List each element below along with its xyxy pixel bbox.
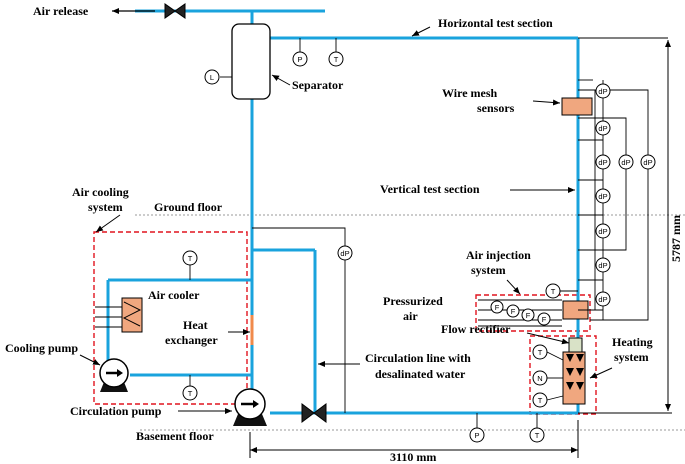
wire-mesh-sensor	[561, 97, 593, 116]
temp-sensor-heater-1: T	[532, 344, 548, 360]
leader-arrows	[79, 26, 613, 414]
svg-text:dP: dP	[598, 295, 607, 304]
svg-text:dP: dP	[621, 158, 630, 167]
thin-lines	[252, 37, 668, 413]
svg-text:L: L	[210, 73, 214, 82]
circulation-line-label-2: desalinated water	[375, 367, 466, 381]
air-cooling-box	[93, 231, 248, 405]
vertical-test-section-label: Vertical test section	[380, 182, 480, 196]
temp-sensor-cooler-in: T	[182, 250, 198, 266]
basement-floor-label: Basement floor	[136, 429, 214, 443]
separator	[231, 23, 271, 100]
svg-text:T: T	[538, 396, 543, 405]
svg-text:P: P	[474, 431, 479, 440]
pressure-gauge-top: P	[292, 51, 308, 67]
air-cooling-label-2: system	[88, 200, 123, 214]
air-injection-box	[475, 294, 591, 332]
flow-meter-4: F	[537, 312, 551, 326]
svg-text:dP: dP	[598, 158, 607, 167]
cooling-pump-label: Cooling pump	[5, 341, 78, 355]
svg-text:dP: dP	[340, 249, 349, 258]
svg-text:F: F	[526, 311, 531, 320]
dp-sensor-6: dP	[595, 257, 611, 273]
pressure-gauge-bottom: P	[469, 427, 485, 443]
dp-sensor-4: dP	[595, 188, 611, 204]
wire-mesh-label-1: Wire mesh	[442, 86, 498, 100]
dp-sensor-9: dP	[640, 154, 656, 170]
svg-text:F: F	[542, 315, 547, 324]
svg-text:dP: dP	[643, 158, 652, 167]
level-gauge: L	[204, 69, 220, 85]
svg-text:dP: dP	[598, 261, 607, 270]
dp-sensor-1: dP	[595, 83, 611, 99]
heating-system-label-2: system	[614, 350, 649, 364]
svg-text:dP: dP	[598, 87, 607, 96]
svg-text:N: N	[537, 374, 542, 383]
temp-sensor-injection: T	[545, 283, 561, 299]
wire-mesh-label-2: sensors	[477, 101, 515, 115]
temp-sensor-bottom: T	[529, 427, 545, 443]
svg-text:P: P	[297, 55, 302, 64]
svg-text:T: T	[535, 431, 540, 440]
svg-text:F: F	[495, 303, 500, 312]
temp-sensor-heater-2: T	[532, 392, 548, 408]
cooling-pump	[99, 358, 129, 392]
instruments: L P T T T dP P T T F F F F T N T dP dP d…	[182, 51, 656, 443]
svg-text:dP: dP	[598, 192, 607, 201]
circulation-pump-label: Circulation pump	[70, 404, 162, 418]
svg-text:T: T	[538, 348, 543, 357]
air-cooling-label-1: Air cooling	[72, 185, 129, 199]
pressurized-air-label-1: Pressurized	[383, 294, 443, 308]
air-release-label: Air release	[33, 4, 89, 18]
air-cooler-label: Air cooler	[148, 288, 200, 302]
svg-text:T: T	[188, 254, 193, 263]
heater-block	[562, 351, 586, 405]
svg-text:T: T	[551, 287, 556, 296]
instrument-stems	[189, 38, 578, 428]
dp-sensor-3: dP	[595, 154, 611, 170]
air-cooler	[95, 297, 143, 333]
height-dimension-label: 5787 mm	[669, 215, 683, 262]
release-valve	[164, 3, 186, 19]
horizontal-test-section-label: Horizontal test section	[438, 16, 553, 30]
heating-system-label-1: Heating	[612, 335, 653, 349]
heater-connectors	[546, 351, 564, 401]
flow-meter-2: F	[506, 304, 520, 318]
temp-sensor-cooler-out: T	[182, 385, 198, 401]
heat-exchanger-label-2: exchanger	[165, 333, 218, 347]
temp-sensor-top: T	[328, 51, 344, 67]
heat-exchanger-label-1: Heat	[183, 318, 208, 332]
flow-rectifier	[568, 337, 583, 353]
width-dimension-label: 3110 mm	[390, 450, 436, 464]
flow-rectifier-label: Flow rectifier	[441, 322, 511, 336]
svg-text:dP: dP	[598, 227, 607, 236]
circulation-line-label-1: Circulation line with	[365, 351, 471, 365]
heater-arrows	[566, 354, 584, 390]
svg-text:T: T	[188, 389, 193, 398]
dp-sensor-8: dP	[618, 154, 634, 170]
dp-sensor-2: dP	[595, 120, 611, 136]
pipes	[106, 9, 580, 415]
dp-tap-lines	[578, 80, 649, 321]
dimension-lines	[249, 40, 672, 458]
pressurized-air-label-2: air	[403, 309, 418, 323]
dp-sensor-5: dP	[595, 223, 611, 239]
ground-floor-label: Ground floor	[154, 200, 223, 214]
svg-text:dP: dP	[598, 124, 607, 133]
circulation-pump	[233, 388, 267, 426]
flow-meter-3: F	[521, 308, 535, 322]
dp-sensor-7: dP	[595, 291, 611, 307]
dp-sensor-bypass: dP	[337, 245, 353, 261]
separator-label: Separator	[292, 78, 344, 92]
svg-text:F: F	[511, 307, 516, 316]
air-injection-label-2: system	[471, 263, 506, 277]
flow-meter-1: F	[490, 300, 504, 314]
svg-text:T: T	[334, 55, 339, 64]
neutron-sensor-heater: N	[532, 370, 548, 386]
circulation-valve	[301, 403, 327, 423]
air-injection-label-1: Air injection	[466, 248, 531, 262]
